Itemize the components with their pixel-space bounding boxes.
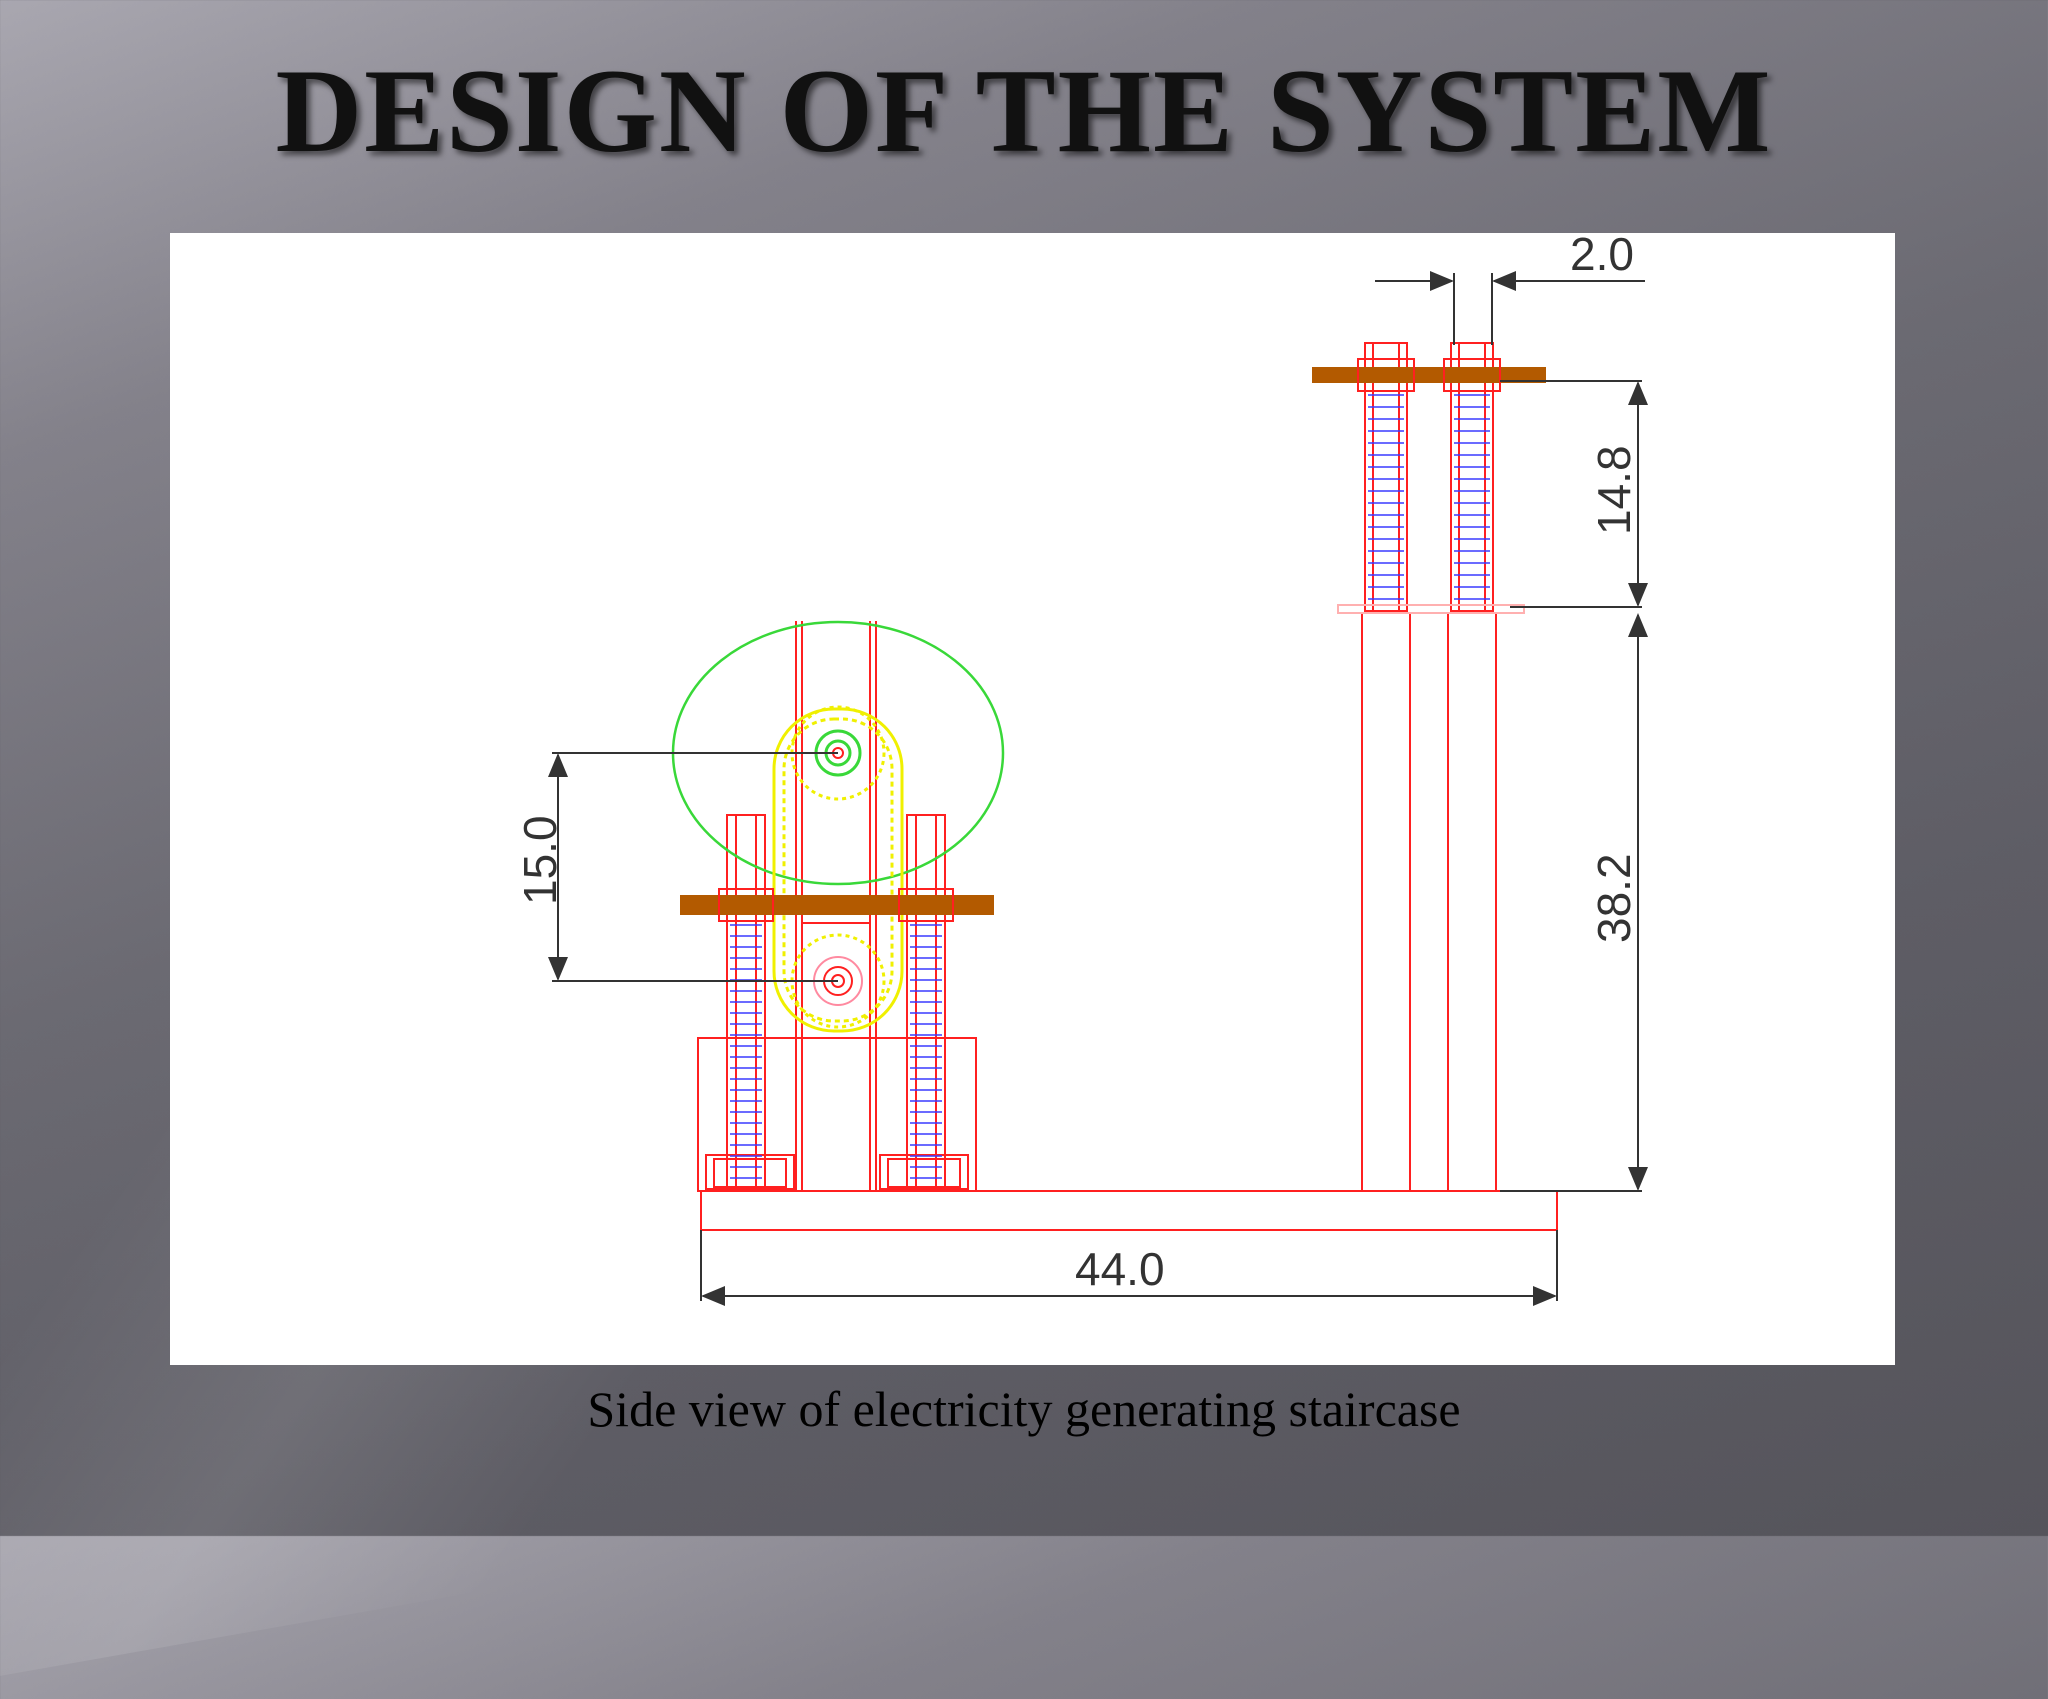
right-plate-brackets	[1357, 358, 1501, 392]
drawing-panel: 2.0 14.8 38.2 15.0	[170, 233, 1895, 1365]
cad-drawing: 2.0 14.8 38.2 15.0	[514, 233, 1648, 1306]
dim-top-gap-label: 2.0	[1570, 233, 1634, 280]
chain-drive	[772, 705, 904, 1033]
dim-sprocket-distance-label: 15.0	[514, 815, 566, 905]
dim-post-height-label: 38.2	[1588, 853, 1640, 943]
right-spring-seat	[1337, 604, 1525, 614]
left-plate-brackets	[718, 888, 954, 922]
left-mount-block	[697, 1037, 977, 1192]
dim-base-length	[700, 1230, 1558, 1306]
dim-spring-height-label: 14.8	[1588, 445, 1640, 535]
slide-title: DESIGN OF THE SYSTEM	[275, 44, 1773, 177]
right-step-plate	[1312, 367, 1546, 383]
right-posts	[1361, 342, 1497, 1192]
base-beam	[700, 1190, 1558, 1231]
dim-top-gap	[1375, 271, 1645, 345]
dim-spring-height	[1500, 380, 1648, 608]
right-springs	[1368, 394, 1490, 600]
figure-caption: Side view of electricity generating stai…	[587, 1381, 1461, 1437]
dim-post-height	[1500, 613, 1648, 1192]
left-springs	[730, 924, 942, 1179]
dim-base-length-label: 44.0	[1075, 1243, 1165, 1295]
left-step-plate	[680, 895, 994, 915]
left-spring-posts	[726, 814, 946, 1192]
dim-sprocket-distance	[548, 752, 838, 982]
